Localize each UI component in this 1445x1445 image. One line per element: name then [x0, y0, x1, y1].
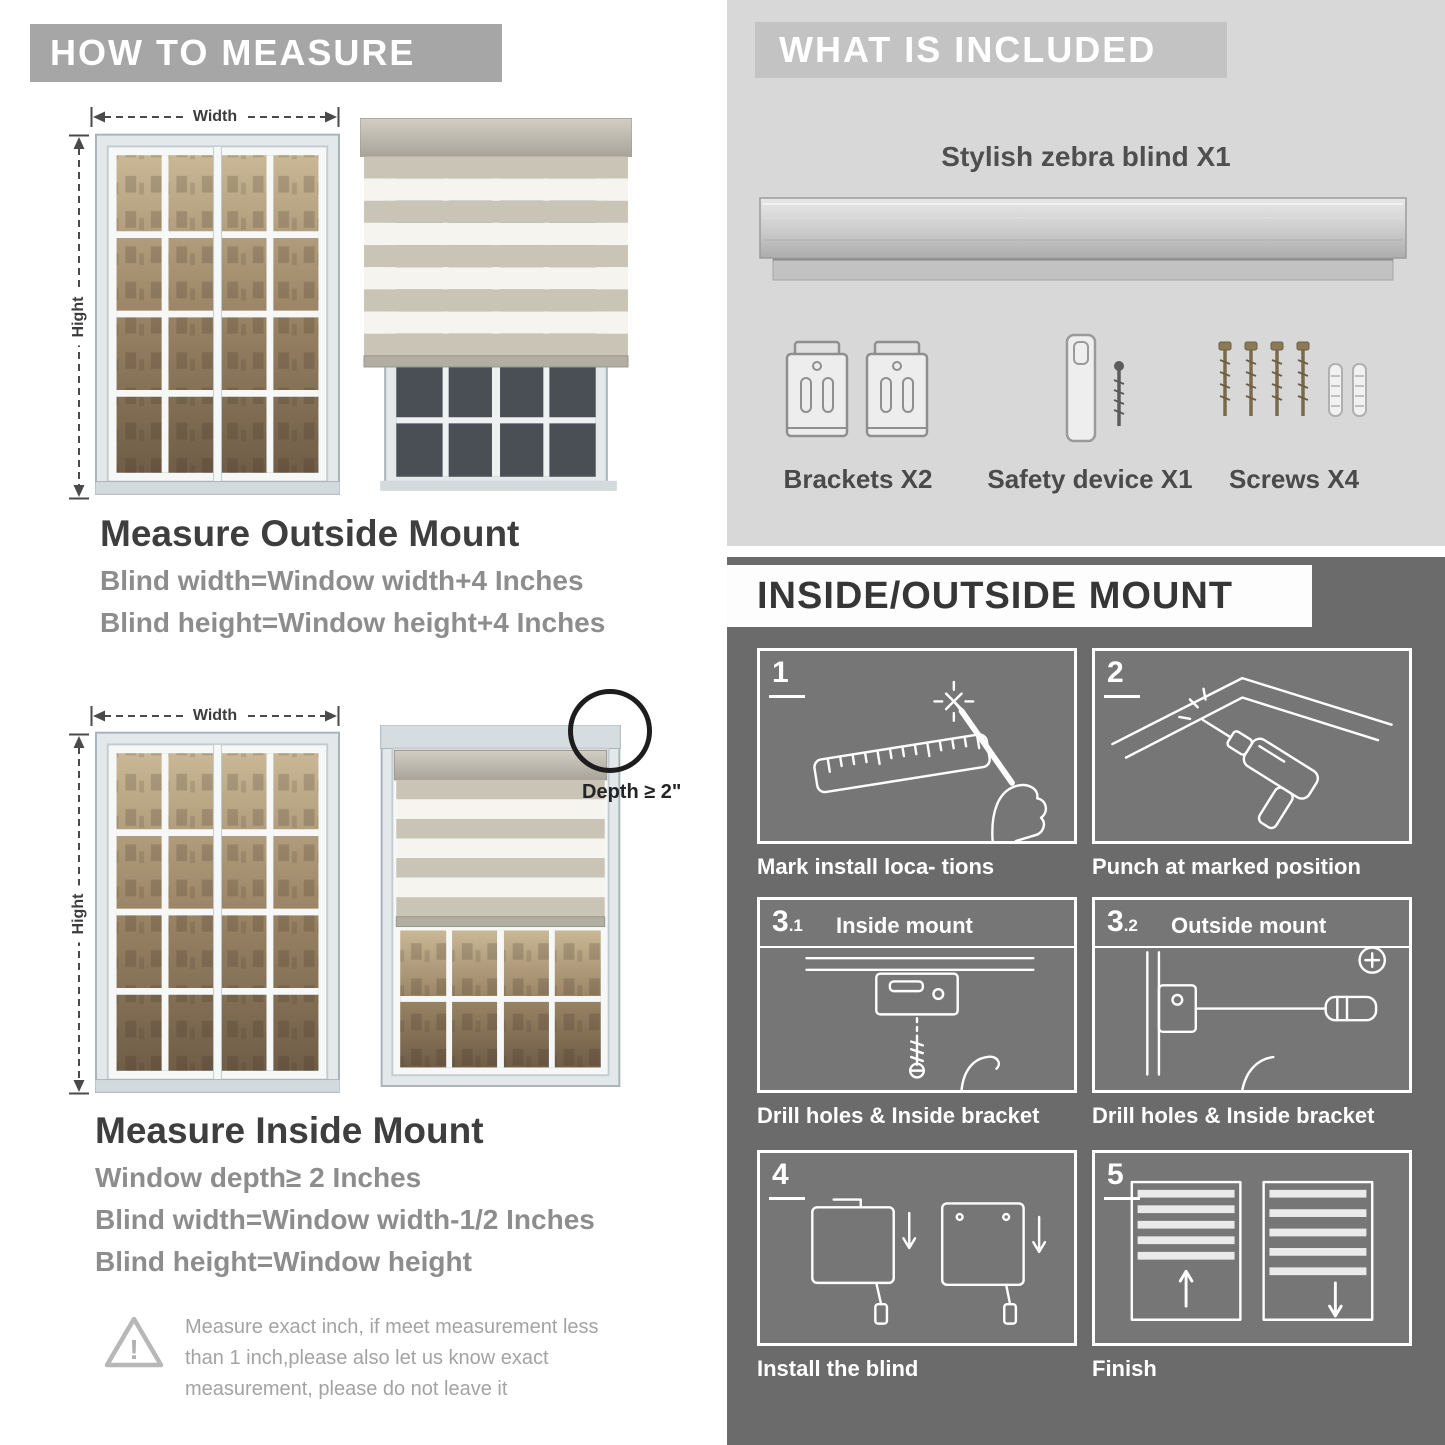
window-illustration	[95, 731, 340, 1093]
what-is-included-section: WHAT IS INCLUDED Stylish zebra blind X1	[727, 0, 1445, 546]
safety-device-icon	[1065, 333, 1125, 443]
measure-warning: ! Measure exact inch, if meet measuremen…	[103, 1312, 655, 1405]
height-arrow: Hight	[68, 733, 90, 1095]
inside-mount-figure: Width Hight	[60, 689, 681, 1105]
step-caption-4: Install the blind	[757, 1356, 919, 1381]
width-label: Width	[184, 108, 246, 126]
safety-device-label: Safety device X1	[987, 464, 1193, 494]
mount-instructions-section: INSIDE/OUTSIDE MOUNT 1 Mark install lo	[727, 557, 1445, 1445]
mark-location-illustration	[813, 680, 1048, 841]
height-label: Hight	[70, 885, 88, 943]
step-header-line	[760, 946, 1074, 948]
step-number-sub: .2	[1123, 916, 1138, 935]
step-number-sub: .1	[788, 916, 803, 935]
step-number-text: 5	[1107, 1158, 1124, 1191]
step-number-text: 1	[772, 656, 789, 689]
window-illustration	[95, 133, 340, 495]
step-caption-1: Mark install loca- tions	[757, 854, 995, 879]
outside-bracket-illustration	[1146, 946, 1387, 1090]
height-arrow: Hight	[68, 134, 90, 500]
depth-label: Depth ≥ 2"	[582, 781, 682, 803]
step-number: 3.2	[1107, 905, 1138, 939]
how-to-measure-title: HOW TO MEASURE	[50, 32, 416, 73]
step-number: 3.1	[772, 905, 803, 939]
brackets-icon	[785, 340, 929, 438]
step-number-underline	[1104, 1197, 1140, 1200]
step-panel-5: 5	[1092, 1150, 1412, 1346]
height-label: Hight	[70, 288, 88, 346]
outside-mount-title: Measure Outside Mount	[100, 513, 520, 554]
width-arrow: Width	[90, 106, 340, 128]
step-title: Inside mount	[836, 913, 973, 938]
outside-mount-line2: Blind height=Window height+4 Inches	[100, 607, 606, 638]
mount-title: INSIDE/OUTSIDE MOUNT	[757, 574, 1234, 617]
outside-mount-line1: Blind width=Window width+4 Inches	[100, 565, 584, 596]
step-number: 4	[772, 1158, 789, 1192]
step-panel-2: 2	[1092, 648, 1412, 844]
warning-triangle-icon: !	[104, 1316, 164, 1368]
step-panel-3-1: 3.1 Inside mount	[757, 897, 1077, 1093]
headrail-illustration	[759, 197, 1407, 281]
inside-mount-title: Measure Inside Mount	[95, 1110, 484, 1151]
zebra-blind-item-label: Stylish zebra blind X1	[941, 141, 1231, 172]
drill-corner-illustration	[1111, 676, 1393, 830]
mount-header: INSIDE/OUTSIDE MOUNT	[727, 565, 1312, 627]
step-header-line	[1095, 946, 1409, 948]
step-number-underline	[769, 1197, 805, 1200]
what-is-included-header: WHAT IS INCLUDED	[755, 22, 1227, 78]
depth-callout-circle	[568, 689, 652, 773]
screws-label: Screws X4	[1228, 464, 1360, 494]
step-number-underline	[769, 695, 805, 698]
inside-bracket-illustration	[805, 956, 1035, 1090]
step-number: 1	[772, 656, 789, 690]
step-number-text: 3	[1107, 905, 1124, 938]
brackets-label: Brackets X2	[783, 464, 933, 494]
step-number-text: 3	[772, 905, 789, 938]
step-number: 2	[1107, 656, 1124, 690]
warning-exclamation: !	[129, 1334, 138, 1365]
zebra-blind-outside-illustration	[360, 118, 632, 491]
step-number-underline	[1104, 695, 1140, 698]
step-caption-3-2: Drill holes & Inside bracket	[1092, 1103, 1375, 1128]
step-caption-3-1: Drill holes & Inside bracket	[757, 1103, 1040, 1128]
zebra-blind-inside-illustration	[380, 725, 621, 1087]
width-label: Width	[184, 707, 246, 725]
inside-mount-line1: Window depth≥ 2 Inches	[95, 1162, 422, 1193]
step-number-text: 2	[1107, 656, 1124, 689]
what-is-included-title: WHAT IS INCLUDED	[779, 29, 1157, 70]
outside-mount-figure: Width Hight	[60, 100, 650, 510]
step-number-text: 4	[772, 1158, 789, 1191]
inside-mount-line3: Blind height=Window height	[95, 1246, 472, 1277]
inside-mount-line2: Blind width=Window width-1/2 Inches	[95, 1204, 595, 1235]
step-panel-3-2: 3.2 Outside mount	[1092, 897, 1412, 1093]
how-to-measure-header: HOW TO MEASURE	[30, 24, 502, 82]
height-arrow-icon	[69, 733, 89, 1095]
step-caption-5: Finish	[1092, 1356, 1157, 1381]
step-number: 5	[1107, 1158, 1124, 1192]
install-blind-illustration	[811, 1198, 1047, 1325]
step-title: Outside mount	[1171, 913, 1327, 938]
step-panel-4: 4	[757, 1150, 1077, 1346]
finish-illustration	[1130, 1180, 1374, 1321]
step-caption-2: Punch at marked position	[1092, 854, 1361, 879]
screws-icon	[1218, 341, 1367, 417]
warning-text: Measure exact inch, if meet measurement …	[185, 1316, 599, 1400]
width-arrow: Width	[90, 705, 340, 727]
step-panel-1: 1	[757, 648, 1077, 844]
